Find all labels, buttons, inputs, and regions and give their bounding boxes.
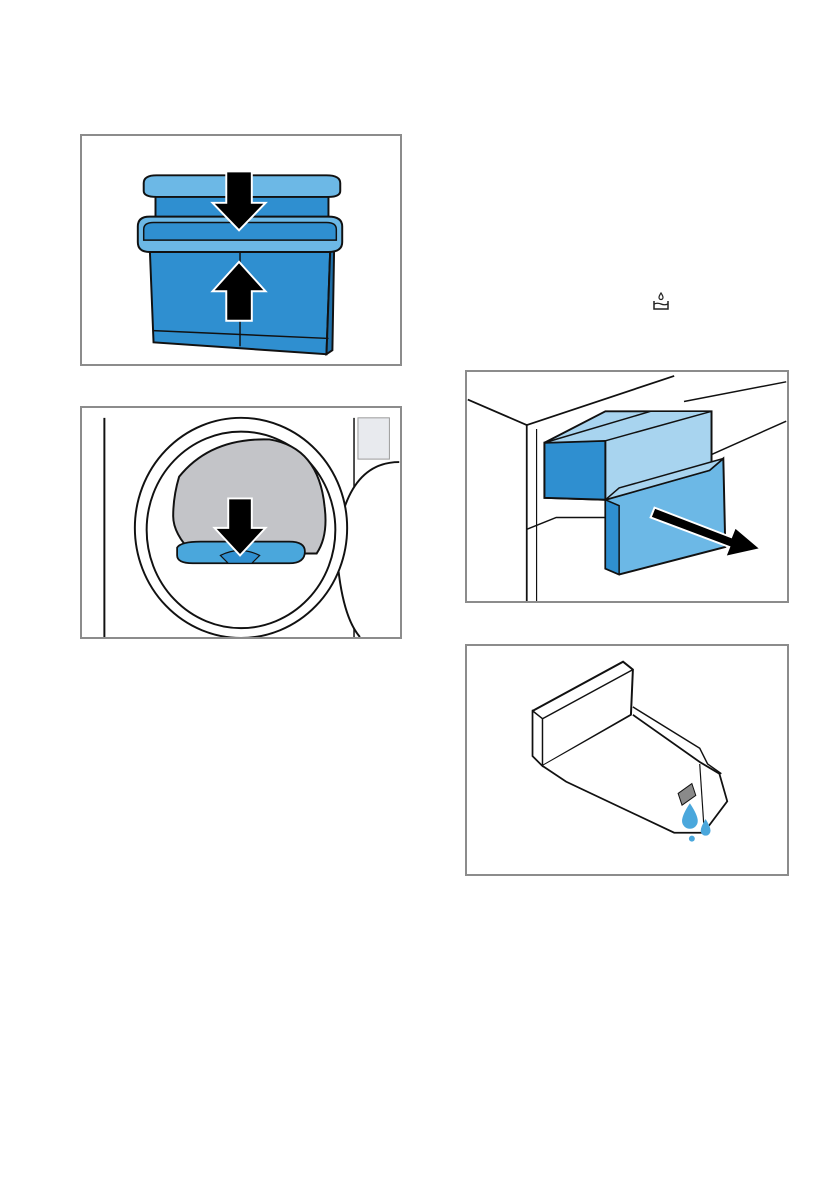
filter-insert-press-icon [82, 136, 400, 364]
door-filter-figure [80, 406, 402, 639]
drain-water-icon [467, 646, 787, 874]
door-filter-insert-icon [82, 408, 400, 637]
condensate-drawer-figure [465, 370, 789, 603]
pull-out-drawer-icon [467, 372, 787, 601]
drawer-drain-figure [465, 644, 789, 876]
filter-insert-figure [80, 134, 402, 366]
empty-water-tank-icon [649, 290, 673, 314]
